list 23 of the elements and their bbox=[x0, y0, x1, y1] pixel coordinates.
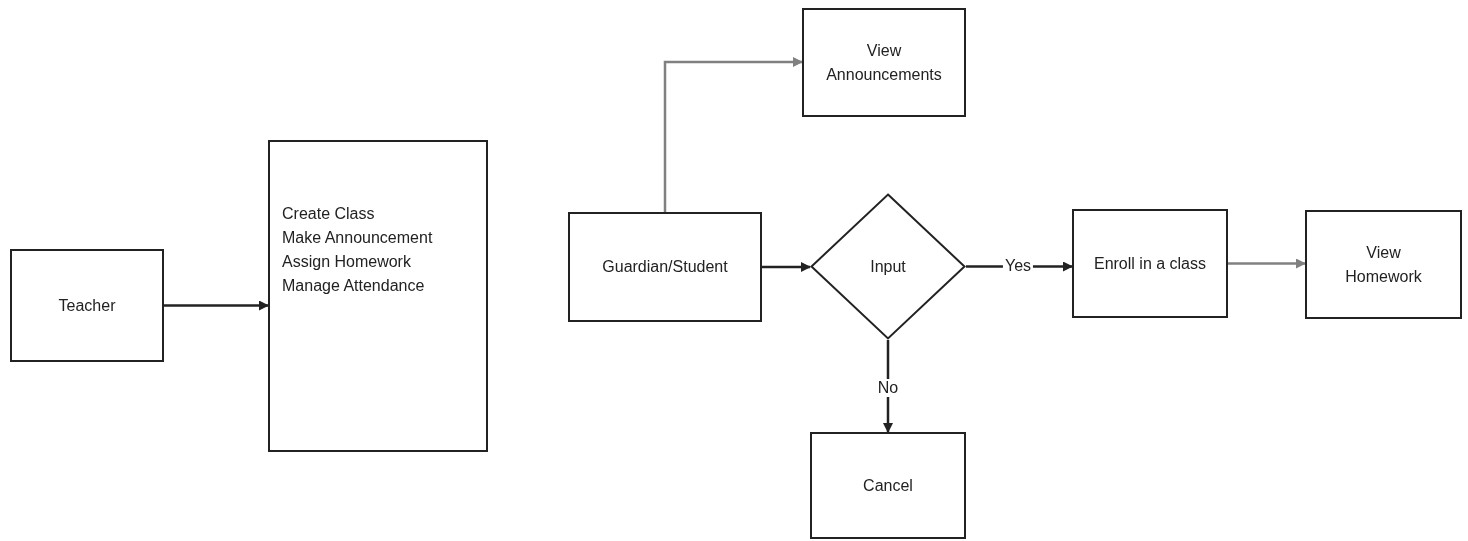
process-box bbox=[1305, 210, 1462, 319]
node-label: Input bbox=[870, 256, 906, 277]
node-label: Teacher bbox=[58, 295, 116, 316]
process-box bbox=[10, 249, 164, 362]
decision-diamond bbox=[810, 193, 966, 340]
node-label: View Announcements bbox=[825, 40, 943, 85]
process-box bbox=[1072, 209, 1228, 318]
node-label: Cancel bbox=[863, 475, 913, 496]
process-box bbox=[268, 140, 488, 452]
process-box bbox=[568, 212, 762, 322]
node-label: Guardian/Student bbox=[602, 257, 728, 277]
list-item: Assign Homework bbox=[282, 252, 411, 272]
node-label: View Homework bbox=[1344, 242, 1423, 287]
arrow bbox=[1228, 258, 1306, 269]
arrow bbox=[164, 300, 269, 311]
arrow bbox=[663, 57, 803, 212]
list-item: Make Announcement bbox=[282, 228, 433, 248]
node-label: Enroll in a class bbox=[1093, 253, 1206, 274]
list-item: Manage Attendance bbox=[282, 276, 425, 296]
process-box bbox=[802, 8, 966, 117]
process-box bbox=[810, 432, 966, 539]
arrow bbox=[762, 262, 811, 272]
list-item: Create Class bbox=[282, 204, 375, 224]
